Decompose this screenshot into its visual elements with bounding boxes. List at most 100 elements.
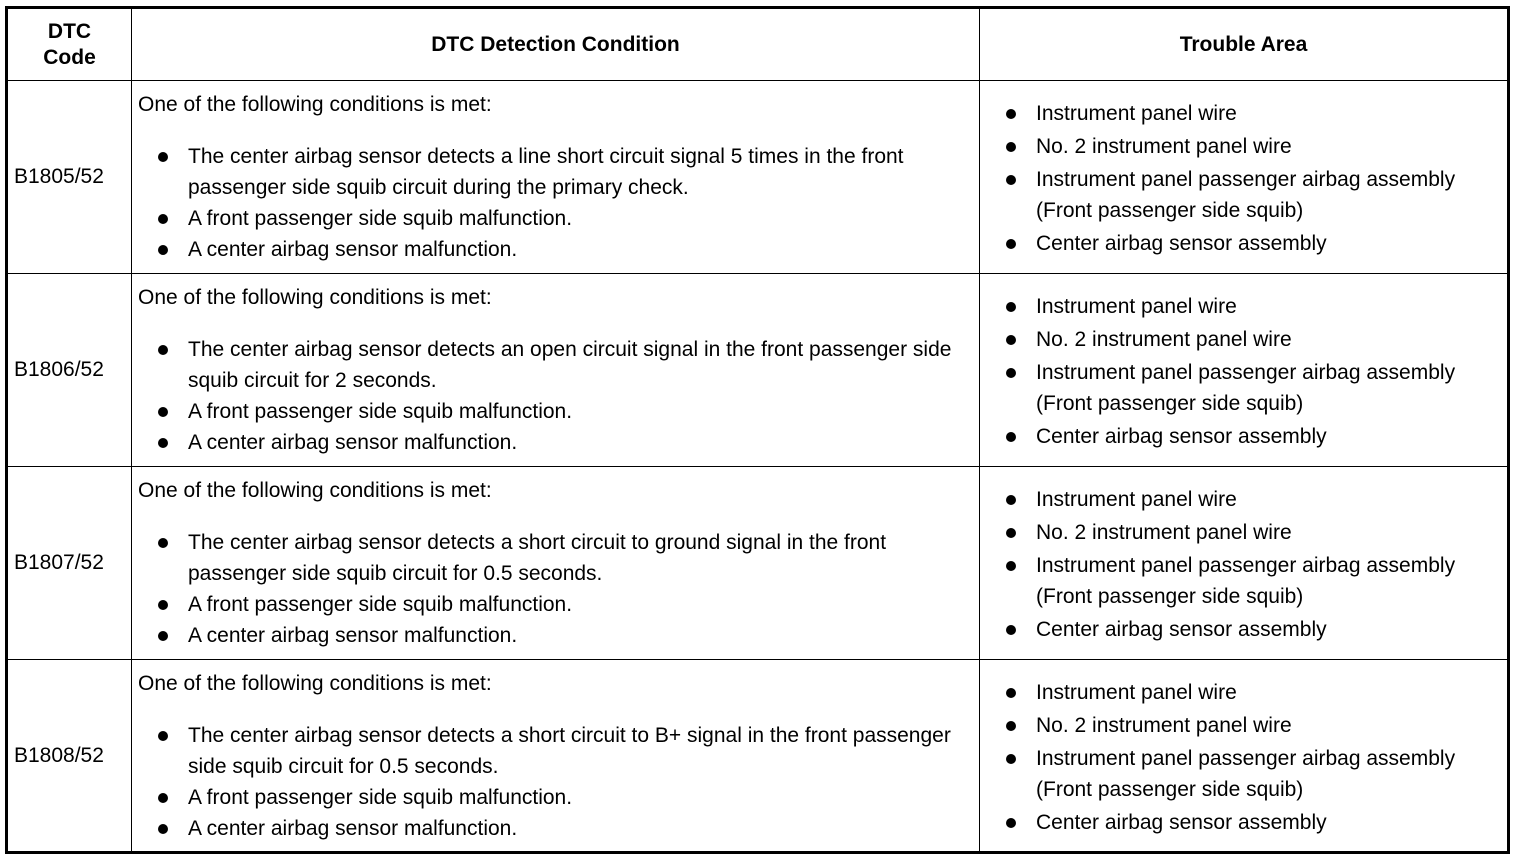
detection-condition-cell: One of the following conditions is met: … xyxy=(131,466,980,660)
header-dtc-code-line2: Code xyxy=(43,45,96,69)
condition-text: The center airbag sensor detects a short… xyxy=(188,724,951,778)
header-row: DTC Code DTC Detection Condition Trouble… xyxy=(6,7,1509,81)
table-row: B1805/52 One of the following conditions… xyxy=(6,80,1509,274)
condition-text: The center airbag sensor detects an open… xyxy=(188,338,952,392)
bullet-icon xyxy=(1006,239,1016,249)
list-item: Center airbag sensor assembly xyxy=(980,807,1507,838)
list-item: A center airbag sensor malfunction. xyxy=(138,620,979,651)
bullet-icon xyxy=(158,824,168,834)
list-item: Instrument panel passenger airbag assemb… xyxy=(980,164,1507,226)
condition-text: A center airbag sensor malfunction. xyxy=(188,431,518,454)
bullet-icon xyxy=(1006,625,1016,635)
list-item: A front passenger side squib malfunction… xyxy=(138,782,979,813)
condition-list: The center airbag sensor detects a short… xyxy=(138,720,979,844)
trouble-area-list: Instrument panel wire No. 2 instrument p… xyxy=(980,98,1507,259)
condition-list: The center airbag sensor detects a line … xyxy=(138,141,979,265)
list-item: The center airbag sensor detects an open… xyxy=(138,334,979,396)
bullet-icon xyxy=(1006,432,1016,442)
bullet-icon xyxy=(1006,335,1016,345)
condition-intro: One of the following conditions is met: xyxy=(138,286,492,309)
trouble-area-cell: Instrument panel wire No. 2 instrument p… xyxy=(979,80,1509,274)
bullet-icon xyxy=(158,345,168,355)
bullet-icon xyxy=(158,731,168,741)
bullet-icon xyxy=(158,407,168,417)
list-item: A center airbag sensor malfunction. xyxy=(138,234,979,265)
trouble-area-text: No. 2 instrument panel wire xyxy=(1036,328,1292,351)
condition-text: A front passenger side squib malfunction… xyxy=(188,786,573,809)
detection-condition-cell: One of the following conditions is met: … xyxy=(131,273,980,467)
list-item: Center airbag sensor assembly xyxy=(980,614,1507,645)
bullet-icon xyxy=(1006,721,1016,731)
dtc-code-cell: B1807/52 xyxy=(6,466,132,660)
trouble-area-text: Instrument panel wire xyxy=(1036,295,1237,318)
trouble-area-text: Center airbag sensor assembly xyxy=(1036,425,1327,448)
header-detection-condition: DTC Detection Condition xyxy=(131,7,980,81)
list-item: The center airbag sensor detects a short… xyxy=(138,720,979,782)
list-item: Center airbag sensor assembly xyxy=(980,228,1507,259)
list-item: Center airbag sensor assembly xyxy=(980,421,1507,452)
list-item: No. 2 instrument panel wire xyxy=(980,710,1507,741)
bullet-icon xyxy=(158,438,168,448)
bullet-icon xyxy=(158,245,168,255)
bullet-icon xyxy=(1006,818,1016,828)
detection-condition-cell: One of the following conditions is met: … xyxy=(131,80,980,274)
dtc-code-cell: B1806/52 xyxy=(6,273,132,467)
trouble-area-list: Instrument panel wire No. 2 instrument p… xyxy=(980,484,1507,645)
dtc-code-cell: B1808/52 xyxy=(6,659,132,853)
condition-text: A center airbag sensor malfunction. xyxy=(188,238,518,261)
list-item: A center airbag sensor malfunction. xyxy=(138,813,979,844)
list-item: A front passenger side squib malfunction… xyxy=(138,396,979,427)
table-row: B1808/52 One of the following conditions… xyxy=(6,659,1509,853)
list-item: Instrument panel wire xyxy=(980,484,1507,515)
condition-text: The center airbag sensor detects a short… xyxy=(188,531,887,585)
condition-text: The center airbag sensor detects a line … xyxy=(188,145,904,199)
table-row: B1807/52 One of the following conditions… xyxy=(6,466,1509,660)
condition-text: A front passenger side squib malfunction… xyxy=(188,400,573,423)
bullet-icon xyxy=(158,600,168,610)
list-item: A front passenger side squib malfunction… xyxy=(138,589,979,620)
list-item: Instrument panel passenger airbag assemb… xyxy=(980,743,1507,805)
bullet-icon xyxy=(1006,495,1016,505)
bullet-icon xyxy=(1006,688,1016,698)
trouble-area-text: No. 2 instrument panel wire xyxy=(1036,714,1292,737)
header-trouble-area: Trouble Area xyxy=(979,7,1509,81)
trouble-area-cell: Instrument panel wire No. 2 instrument p… xyxy=(979,273,1509,467)
trouble-area-text: Instrument panel passenger airbag assemb… xyxy=(1036,747,1456,801)
list-item: Instrument panel wire xyxy=(980,98,1507,129)
trouble-area-text: No. 2 instrument panel wire xyxy=(1036,135,1292,158)
condition-intro: One of the following conditions is met: xyxy=(138,672,492,695)
condition-text: A center airbag sensor malfunction. xyxy=(188,817,518,840)
trouble-area-text: Instrument panel passenger airbag assemb… xyxy=(1036,554,1456,608)
header-dtc-code-line1: DTC xyxy=(47,19,92,43)
trouble-area-text: Instrument panel wire xyxy=(1036,102,1237,125)
trouble-area-list: Instrument panel wire No. 2 instrument p… xyxy=(980,677,1507,838)
bullet-icon xyxy=(158,631,168,641)
trouble-area-list: Instrument panel wire No. 2 instrument p… xyxy=(980,291,1507,452)
bullet-icon xyxy=(1006,561,1016,571)
trouble-area-cell: Instrument panel wire No. 2 instrument p… xyxy=(979,466,1509,660)
bullet-icon xyxy=(1006,528,1016,538)
bullet-icon xyxy=(1006,175,1016,185)
trouble-area-cell: Instrument panel wire No. 2 instrument p… xyxy=(979,659,1509,853)
condition-intro: One of the following conditions is met: xyxy=(138,479,492,502)
trouble-area-text: Center airbag sensor assembly xyxy=(1036,811,1327,834)
trouble-area-text: No. 2 instrument panel wire xyxy=(1036,521,1292,544)
list-item: A front passenger side squib malfunction… xyxy=(138,203,979,234)
condition-list: The center airbag sensor detects an open… xyxy=(138,334,979,458)
bullet-icon xyxy=(1006,302,1016,312)
dtc-code-cell: B1805/52 xyxy=(6,80,132,274)
list-item: No. 2 instrument panel wire xyxy=(980,517,1507,548)
bullet-icon xyxy=(158,152,168,162)
bullet-icon xyxy=(158,793,168,803)
bullet-icon xyxy=(158,538,168,548)
list-item: A center airbag sensor malfunction. xyxy=(138,427,979,458)
list-item: Instrument panel passenger airbag assemb… xyxy=(980,357,1507,419)
table-row: B1806/52 One of the following conditions… xyxy=(6,273,1509,467)
trouble-area-text: Center airbag sensor assembly xyxy=(1036,232,1327,255)
condition-text: A center airbag sensor malfunction. xyxy=(188,624,518,647)
header-dtc-code: DTC Code xyxy=(6,7,132,81)
list-item: The center airbag sensor detects a short… xyxy=(138,527,979,589)
bullet-icon xyxy=(1006,142,1016,152)
detection-condition-cell: One of the following conditions is met: … xyxy=(131,659,980,853)
list-item: Instrument panel wire xyxy=(980,677,1507,708)
